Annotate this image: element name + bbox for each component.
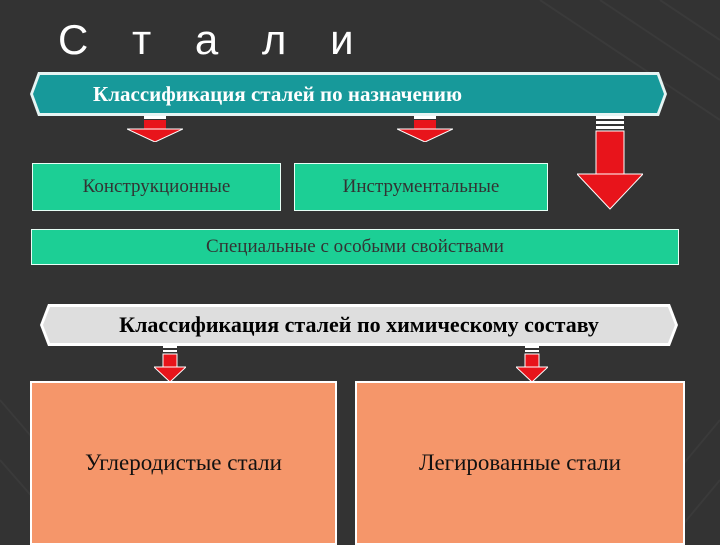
composition-classification-banner: Классификация сталей по химическому сост…: [40, 304, 678, 346]
down-arrow-icon: [397, 116, 453, 142]
alloy-steel-box: Легированные стали: [355, 381, 685, 545]
tool-steel-label: Инструментальные: [342, 176, 500, 197]
tool-steel-box: Инструментальные: [294, 163, 548, 211]
purpose-classification-heading: Классификация сталей по назначению: [93, 81, 463, 106]
special-steel-box: Специальные с особыми свойствами: [31, 229, 679, 265]
down-arrow-icon: [516, 346, 548, 382]
special-steel-label: Специальные с особыми свойствами: [206, 236, 504, 257]
alloy-steel-label: Легированные стали: [419, 450, 621, 475]
structural-steel-box: Конструкционные: [32, 163, 281, 211]
down-arrow-icon: [127, 116, 183, 142]
slide-title: С т а л и: [58, 16, 370, 63]
structural-steel-label: Конструкционные: [82, 176, 231, 197]
carbon-steel-label: Углеродистые стали: [85, 450, 282, 475]
purpose-classification-banner: Классификация сталей по назначению: [30, 72, 667, 116]
down-arrow-icon: [577, 116, 643, 210]
down-arrow-icon: [154, 346, 186, 382]
composition-classification-heading: Классификация сталей по химическому сост…: [119, 312, 599, 337]
carbon-steel-box: Углеродистые стали: [30, 381, 337, 545]
